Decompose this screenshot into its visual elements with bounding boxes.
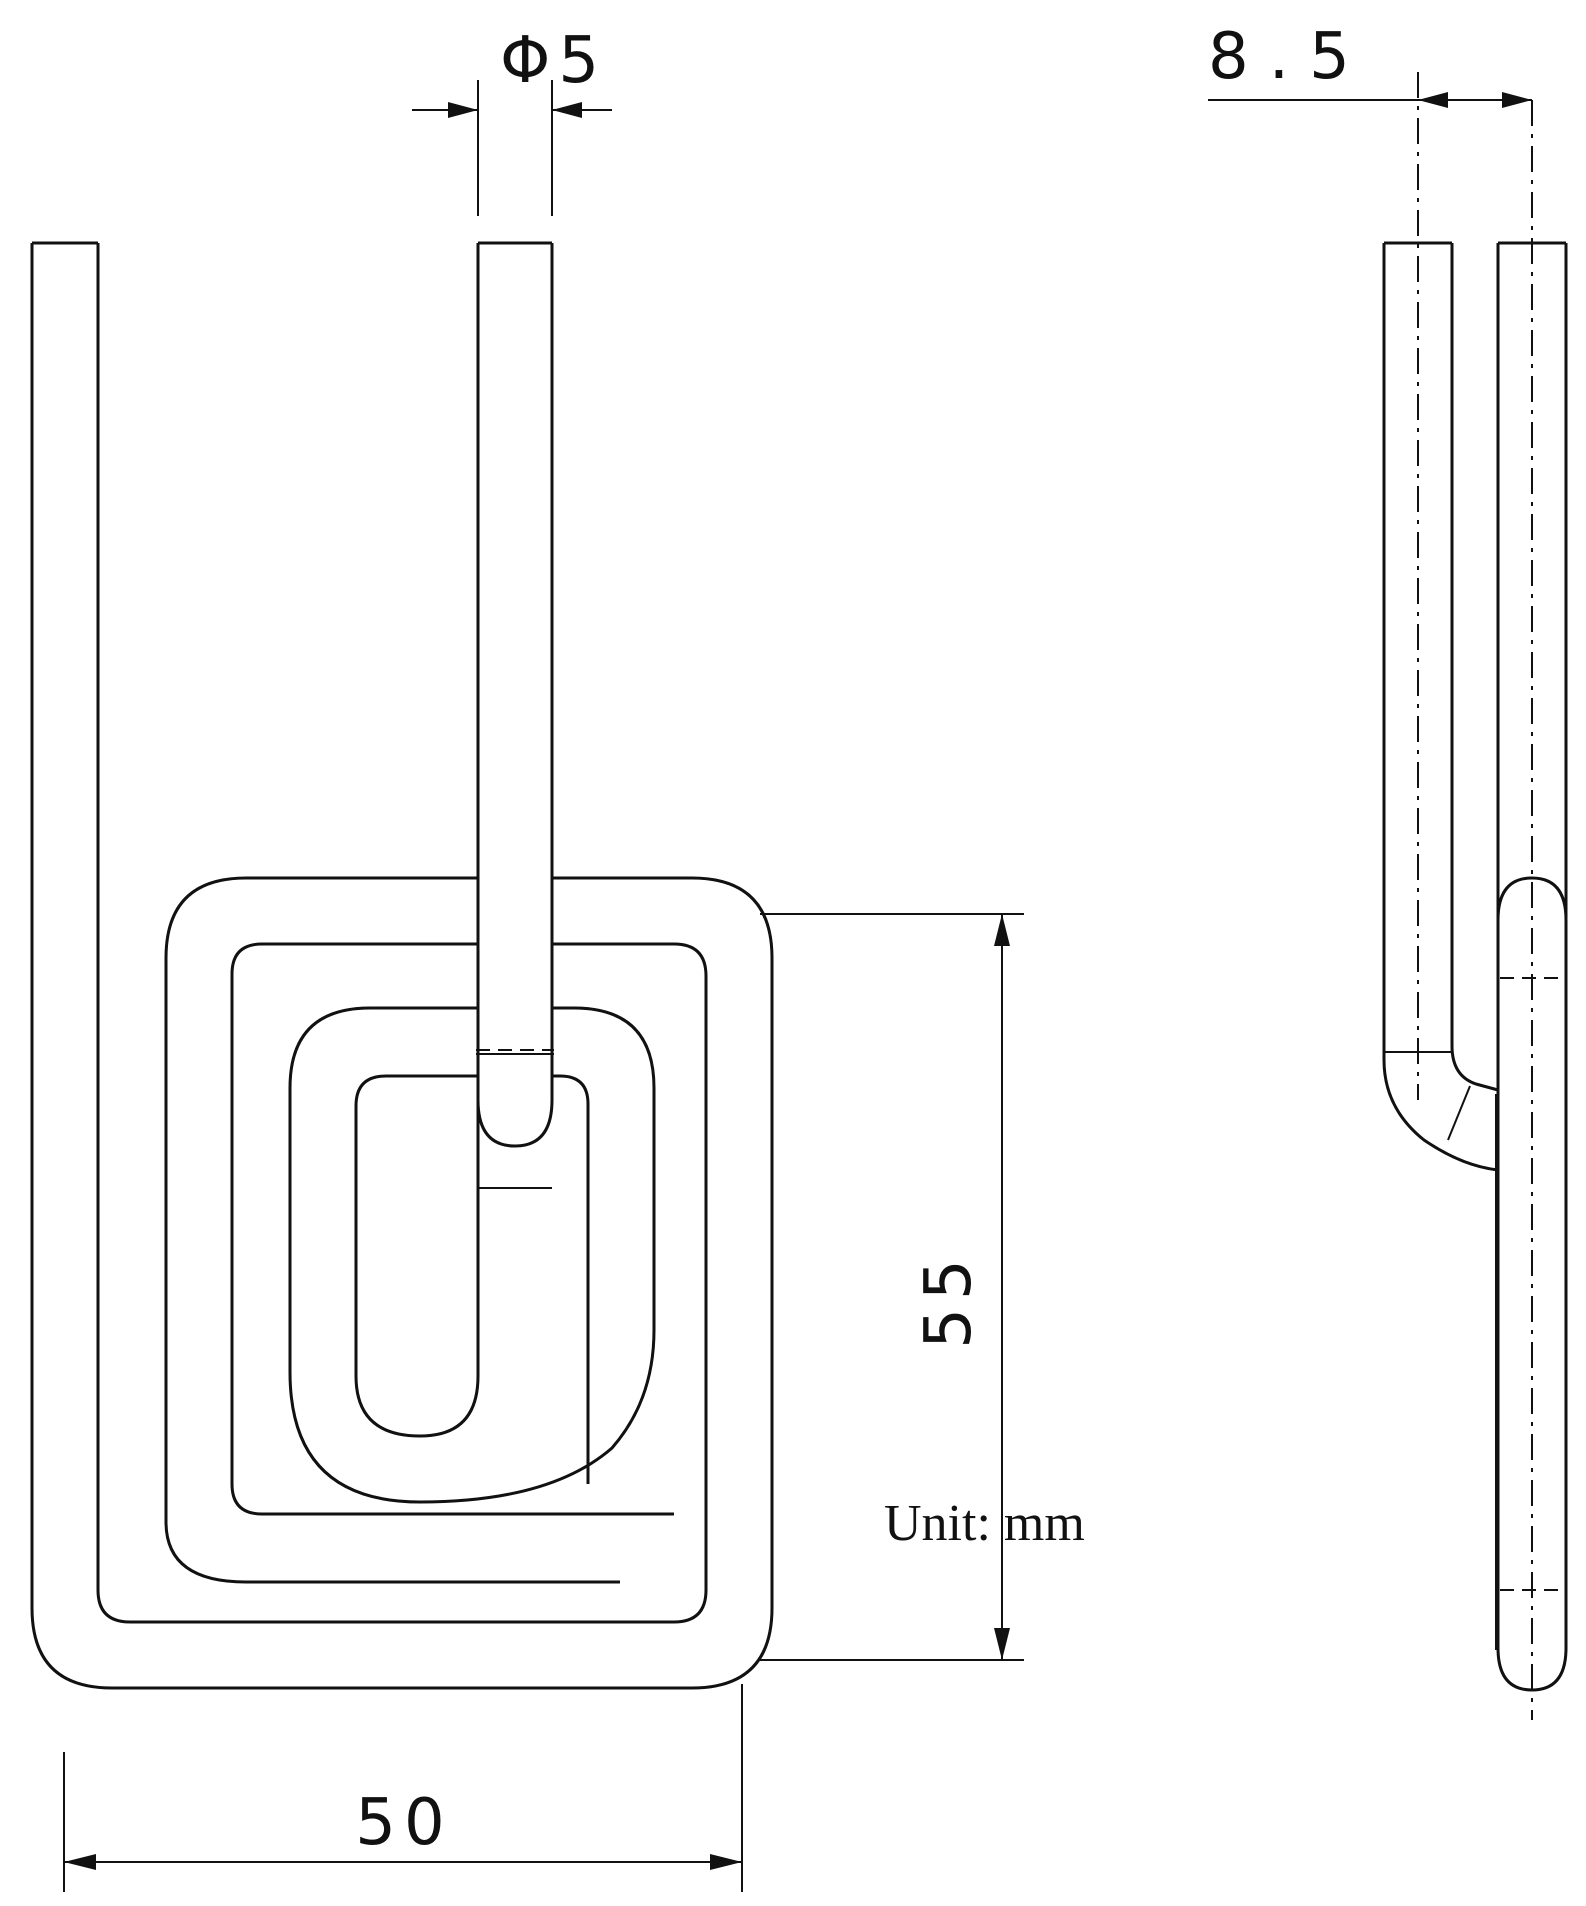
lead-offset-label: 8.5 <box>1208 20 1370 94</box>
side-center-lines <box>1417 72 1533 1720</box>
height-extension-lines <box>760 913 1024 1661</box>
height-arrow-top <box>994 914 1010 946</box>
wire-diameter-label: Φ5 <box>500 24 607 98</box>
side-coil-stack <box>1496 876 1568 1692</box>
offset-arrow-left <box>1418 92 1448 108</box>
width-arrow-left <box>64 1854 96 1870</box>
side-left-lead <box>1382 241 1499 1172</box>
coil-turn-3-outer <box>288 1006 656 1504</box>
coil-turn-2-outer <box>164 876 620 1584</box>
front-view: Φ5 55 50 Unit: mm <box>30 24 1085 1892</box>
center-lead <box>476 241 554 1148</box>
width-arrow-right <box>710 1854 742 1870</box>
coil-width-label: 50 <box>355 1786 452 1860</box>
unit-note: Unit: mm <box>884 1495 1085 1552</box>
width-extension-lines <box>63 1684 743 1892</box>
outer-coil-turn <box>30 241 774 1690</box>
offset-arrow-right <box>1502 92 1532 108</box>
dia-arrow-right <box>552 102 582 118</box>
dia-arrow-left <box>448 102 478 118</box>
height-arrow-bottom <box>994 1628 1010 1660</box>
coil-turn-3-inner <box>354 1074 590 1484</box>
coil-turn-2-inner <box>230 942 674 1516</box>
side-left-lead-bend <box>1384 1051 1471 1141</box>
side-view: 8.5 <box>1208 20 1568 1720</box>
dia-extension-lines <box>412 80 612 216</box>
coil-height-label: 55 <box>912 1251 986 1348</box>
lead-crossover <box>476 1053 554 1189</box>
